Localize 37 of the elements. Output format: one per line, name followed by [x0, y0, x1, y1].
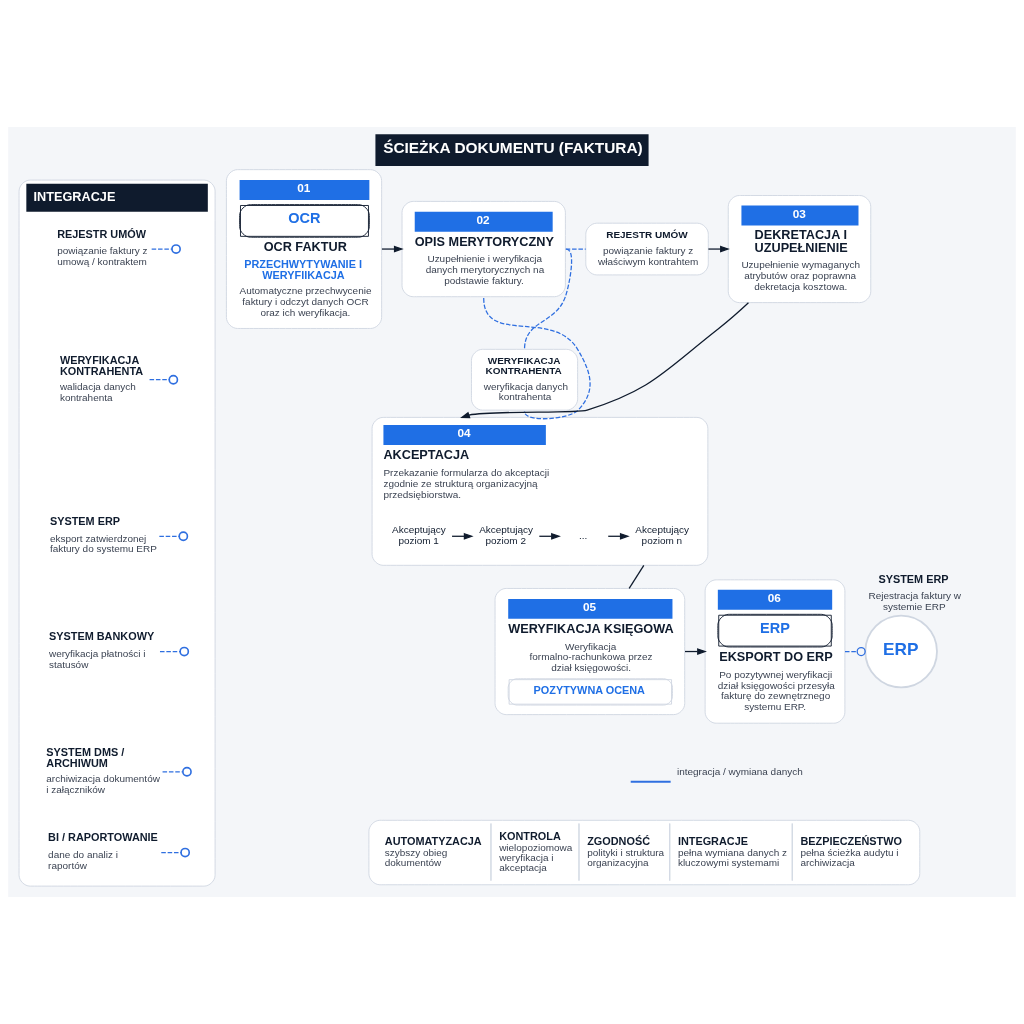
legend-label: integracja / wymiana danych [677, 765, 803, 777]
arrow [707, 245, 730, 253]
connector [523, 248, 573, 350]
node-box: 03 DEKRETACJA I UZUPEŁNIENIE Uzupełnienie wymaganych atrybutów oraz poprawna dekretacja kosztowa. [727, 195, 872, 304]
node-text: SYSTEM ERP eksport zatwierdzonej faktury do systemu ERP [49, 515, 157, 555]
connector [483, 297, 591, 420]
diagram-title: ŚCIEŻKA DOKUMENTU (FAKTURA) [383, 139, 643, 157]
node-box: WERYFIKACJA KONTRAHENTA weryfikacja danych kontrahenta [471, 348, 579, 411]
node-box: REJESTR UMÓW powiązanie faktury z właściwym kontrahtem [585, 222, 709, 276]
node-text: Akceptujący poziom 2 [479, 524, 533, 547]
connector [158, 535, 180, 537]
node-box: 02 OPIS MERYTORYCZNY Uzupełnienie i weryfikacja danych merytorycznych na podstawie faktury. [401, 200, 566, 298]
connector [148, 379, 170, 381]
arrow [381, 245, 404, 253]
node-text: Akceptujący poziom n [635, 524, 689, 547]
node-box: 06 ERP EKSPORT DO ERP Po pozytywnej weryfikacji dział księgowości przesyła fakturę do zewnętrznego systemu ERP. [704, 579, 846, 724]
connector [159, 650, 181, 653]
connector [565, 248, 587, 250]
connector [151, 248, 173, 250]
node-box: AUTOMATYZACJA szybszy obieg dokumentów KONTROLA wielopoziomowa weryfikacja i akceptacja ZGODNOŚĆ polityki i struktura organizacyjna INTEGRACJE pełna wymiana danych z kluczowymi systemami BEZPIECZEŃSTWO pełna ścieżka audytu i archiwizacja [368, 819, 921, 886]
node-text: SYSTEM BANKOWY weryfikacja płatności i statusów [49, 630, 155, 670]
node-text: ... [578, 529, 588, 541]
connector [160, 851, 182, 854]
node-box: 05 WERYFIKACJA KSIĘGOWA Weryfikacja formalno-rachunkowa przez dział księgowości. POZYTYWNA OCENA [494, 588, 686, 716]
connector [844, 646, 866, 657]
arrow [460, 302, 750, 419]
node-circle: ERP [864, 614, 938, 689]
node-label: Rejestracja faktury w systemie ERP [868, 590, 962, 613]
node-text: SYSTEM DMS / ARCHIWUM archiwizacja dokumentów i załączników [46, 745, 160, 796]
connector [161, 771, 184, 773]
node-text: Akceptujący poziom 1 [392, 524, 446, 547]
node-text: BI / RAPORTOWANIE dane do analiz i raportów [48, 831, 158, 871]
node-text: REJESTR UMÓW powiązanie faktury z umową / kontraktem [57, 227, 148, 268]
node-label: SYSTEM ERP [878, 572, 949, 585]
node-box: 01 OCR OCR FAKTUR PRZECHWYTYWANIE I WERYFIIKACJA Automatyczne przechwycenie faktury i odczyt danych OCR oraz ich weryfikacja. [225, 169, 383, 329]
connector [628, 564, 645, 590]
node-text: WERYFIKACJA KONTRAHENTA walidacja danych kontrahenta [59, 353, 144, 404]
